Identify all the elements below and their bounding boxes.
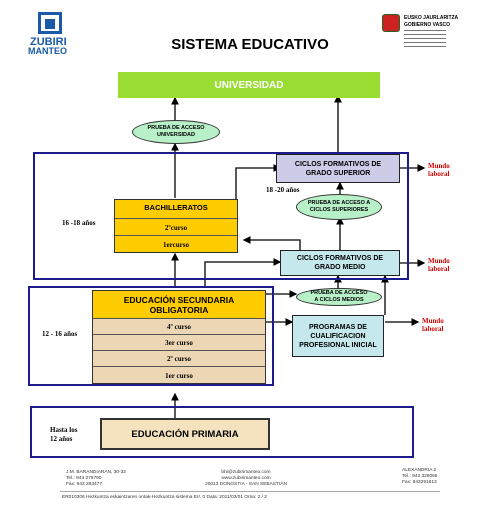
ciclos-medio-box: CICLOS FORMATIVOS DE GRADO MEDIO [280, 250, 400, 276]
eso-curso-1: 1er curso [93, 366, 265, 384]
bach-curso-1: 1ercurso [115, 235, 237, 253]
mundo-laboral-3-line1: Mundo [422, 317, 444, 325]
bachilleratos-block: BACHILLERATOS 2ºcurso 1ercurso [114, 199, 238, 253]
page-title: SISTEMA EDUCATIVO [171, 36, 329, 53]
footer-divider [60, 491, 440, 492]
footer-right-line2: Tel.: 943 328065 [402, 474, 438, 479]
zubiri-logo: ZUBIRI MANTEO [24, 12, 94, 56]
prueba-medios-oval: PRUEBA DE ACCESO A CICLOS MEDIOS [296, 288, 382, 306]
mundo-laboral-2: Mundo laboral [428, 257, 450, 273]
bach-curso-2: 2ºcurso [115, 218, 237, 236]
logo-emblem-icon [38, 12, 62, 34]
mundo-laboral-1-line1: Mundo [428, 162, 450, 170]
pcpi-box: PROGRAMAS DE CUALIFICACION PROFESIONAL I… [292, 315, 384, 357]
gv-text-line1: EUSKO JAURLARITZA [404, 15, 459, 21]
footer-address-line2: Tel.: 943 279790 [66, 476, 102, 481]
gv-subtext-lines [404, 30, 446, 50]
footer-city: 20013 DONOSTIA - SAN SEBASTIÁN [205, 482, 287, 487]
eso-block: EDUCACIÓN SECUNDARIA OBLIGATORIA 4º curs… [92, 290, 266, 384]
mundo-laboral-3-line2: laboral [422, 325, 444, 333]
footer-address-line3: Fax: 943 283477 [66, 482, 103, 487]
footer-doc-ref: ER010306 Hezkuntza eskaintzaren ontak-He… [62, 495, 267, 500]
primaria-age-line1: Hasta los [50, 426, 78, 434]
logo-text-line2: MANTEO [28, 46, 67, 56]
eso-title: EDUCACIÓN SECUNDARIA OBLIGATORIA [93, 291, 265, 318]
prueba-universidad-oval: PRUEBA DE ACCESO UNIVERSIDAD [132, 120, 220, 144]
footer-right: ALEXANDRIA 2 Tel.: 943 328065 Fax: 94329… [402, 468, 437, 486]
bachilleratos-title: BACHILLERATOS [144, 203, 208, 212]
prueba-superiores-oval: PRUEBA DE ACCESO A CICLOS SUPERIORES [296, 194, 382, 220]
mundo-laboral-2-line2: laboral [428, 265, 450, 273]
footer-right-line3: Fax: 943291613 [402, 480, 437, 485]
mundo-laboral-1-line2: laboral [428, 170, 450, 178]
mundo-laboral-1: Mundo laboral [428, 162, 450, 178]
primaria-box: EDUCACIÓN PRIMARIA [100, 418, 270, 450]
primaria-age-line2: 12 años [50, 435, 73, 443]
bachillerato-frame [33, 152, 409, 280]
footer-email[interactable]: bhi@zubirimanteo.com [221, 470, 271, 475]
gobierno-vasco-logo: EUSKO JAURLARITZA GOBIERNO VASCO [382, 12, 482, 56]
ciclos-superior-age: 18 -20 años [266, 186, 300, 194]
eso-curso-3: 3er curso [93, 334, 265, 351]
footer-address: J.M. BARANDIARAN, 30-32 Tel.: 943 279790… [66, 470, 126, 488]
eso-curso-4: 4º curso [93, 318, 265, 335]
arrow-cm-bach [242, 236, 301, 251]
eso-frame [28, 286, 274, 386]
universidad-box: UNIVERSIDAD [118, 72, 380, 98]
gv-text-line2: GOBIERNO VASCO [404, 22, 451, 28]
mundo-laboral-2-line1: Mundo [428, 257, 450, 265]
footer-right-line1: ALEXANDRIA 2 [402, 468, 437, 473]
eso-curso-2: 2º curso [93, 350, 265, 367]
emblem-icon [382, 14, 400, 32]
mundo-laboral-3: Mundo laboral [422, 317, 444, 333]
footer-address-line1: J.M. BARANDIARAN, 30-32 [66, 470, 126, 475]
logo-text-line1: ZUBIRI [30, 36, 67, 48]
primaria-age: Hasta los 12 años [50, 426, 77, 444]
footer-website[interactable]: www.zubirimanteo.com [221, 476, 271, 481]
eso-age: 12 - 16 años [42, 330, 78, 338]
primaria-frame [30, 406, 414, 458]
ciclos-superior-box: CICLOS FORMATIVOS DE GRADO SUPERIOR [276, 154, 400, 183]
arrow-bach-cs [235, 164, 282, 205]
footer-web: bhi@zubirimanteo.com www.zubirimanteo.co… [196, 470, 296, 488]
bachillerato-age: 16 -18 años [62, 219, 96, 227]
